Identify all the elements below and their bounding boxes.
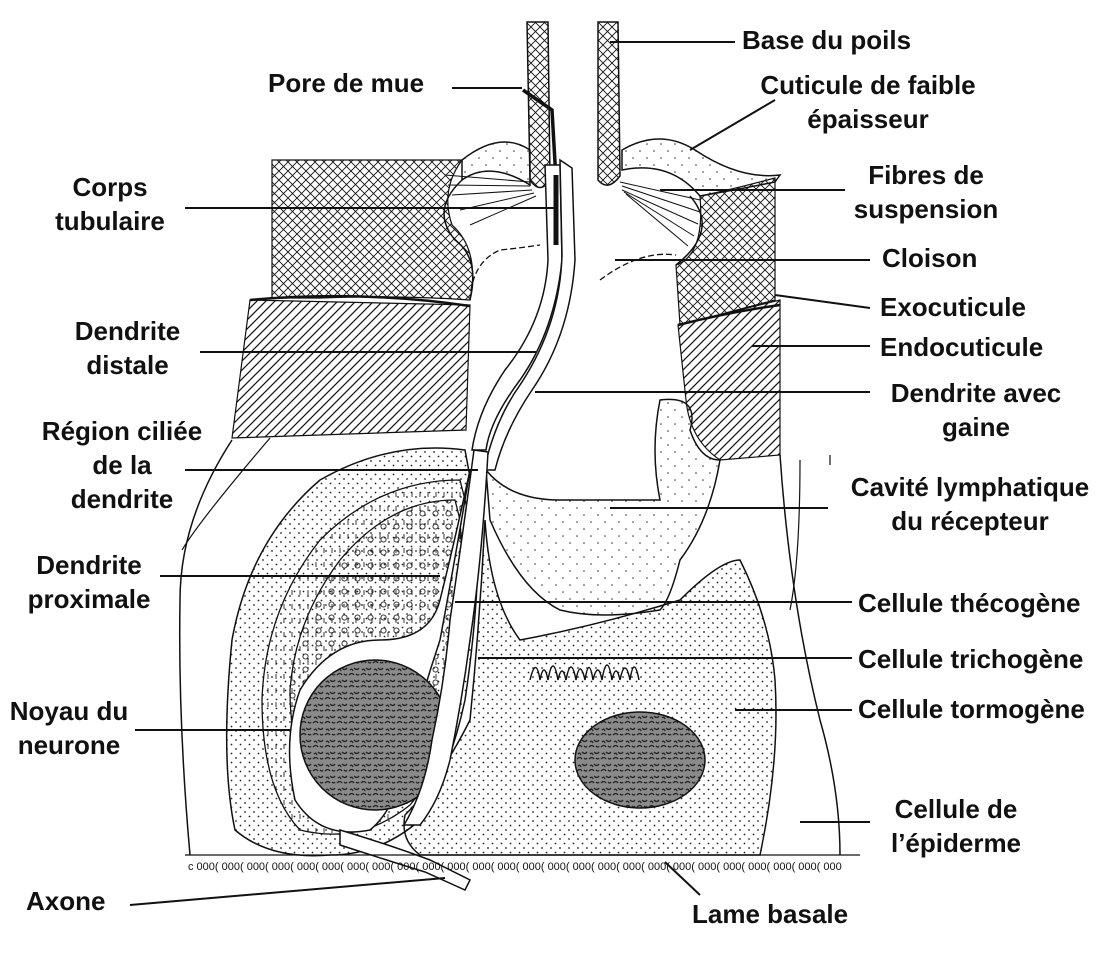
label-dendrite-gaine: Dendrite avec gaine [890,378,1062,442]
label-dendrite-distale: Dendrite distale [74,316,181,380]
label-cellule-thecogene: Cellule thécogène [858,588,1081,618]
label-noyau-neurone: Noyau du neurone [9,696,129,760]
leader-lines [129,41,871,906]
exocuticle-left [271,159,474,301]
label-cloison: Cloison [882,243,978,273]
septum [469,244,677,301]
label-pore-de-mue: Pore de mue [268,68,425,98]
label-endocuticule: Endocuticule [880,332,1044,362]
label-fibres-suspension: Fibres de suspension [853,160,999,224]
label-axone: Axone [26,886,106,916]
label-corps-tubulaire: Corps tubulaire [55,172,165,236]
thin-cuticle-left [461,141,531,187]
receptor-lymph-cavity [485,398,721,616]
label-exocuticule: Exocuticule [880,292,1026,322]
axon [339,828,472,891]
tormogen-nucleus [574,711,706,809]
label-cellule-epiderme: Cellule de l’épiderme [890,794,1022,858]
basal-lamina: c 000( 000( 000( 000( 000( 000( 000( 000… [188,861,842,873]
endocuticle-left [231,299,471,439]
dendrite-sheath [483,158,576,471]
label-cavite-lymphatique: Cavité lymphatique du récepteur [850,472,1090,536]
epidermis-right [779,454,841,856]
label-base-du-poils: Base du poils [742,25,912,55]
label-cellule-trichogene: Cellule trichogène [858,644,1084,674]
dendrite-proximal [402,449,489,826]
endocuticle-right [677,299,781,461]
hair-shaft-right [597,21,621,186]
label-dendrite-proximale: Dendrite proximale [27,550,151,614]
label-cuticule-faible: Cuticule de faible épaisseur [760,70,976,134]
microvilli [529,664,640,681]
epidermis-left [178,439,233,856]
label-cellule-tormogene: Cellule tormogène [858,694,1085,724]
label-lame-basale: Lame basale [692,899,849,929]
label-region-ciliee: Région ciliée de la dendrite [41,416,203,514]
thin-cuticle-right [621,138,782,197]
